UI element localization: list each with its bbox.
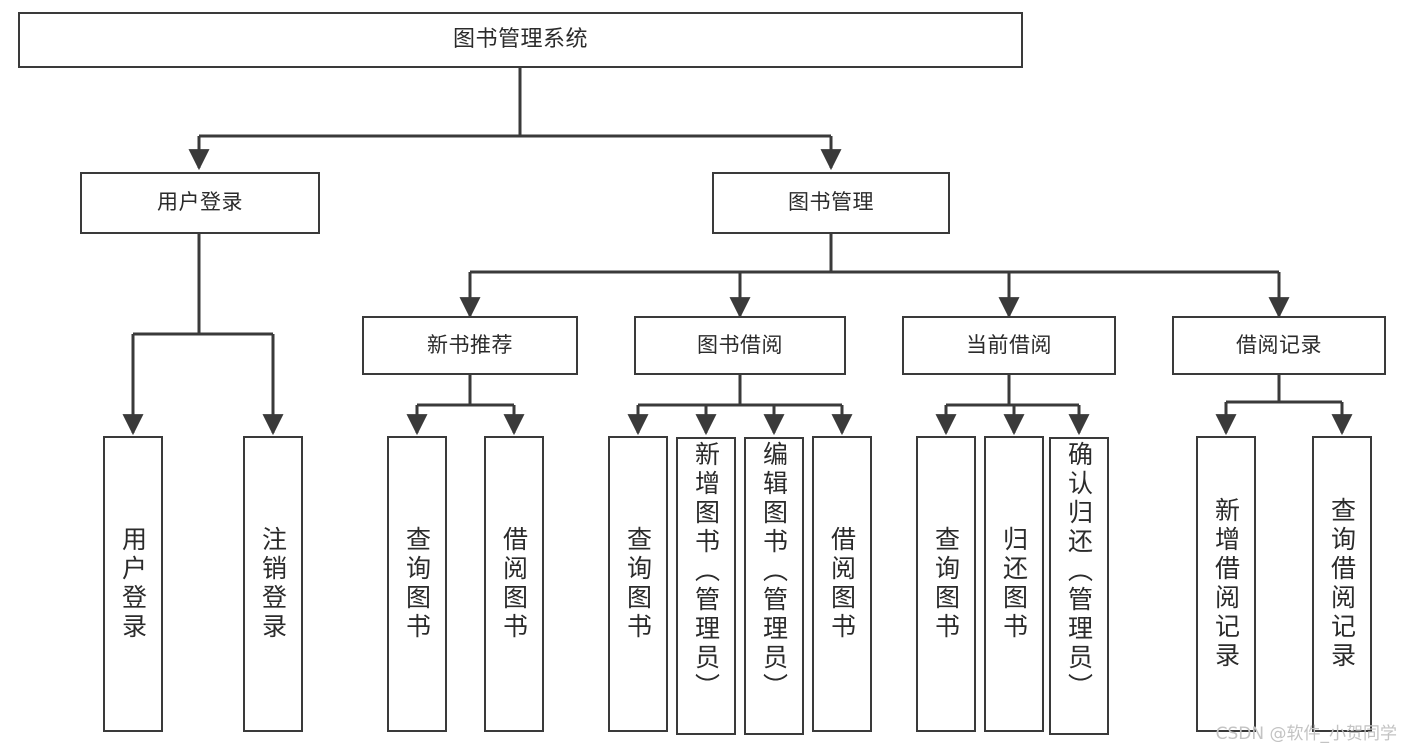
node-label: 新书推荐 — [427, 332, 513, 357]
node-label: 确认归还（管理员） — [1064, 441, 1094, 702]
node-label: 图书借阅 — [697, 332, 783, 357]
csdn-watermark: CSDN @软件_小贺同学 — [1215, 724, 1397, 744]
leaf-user-login-logout[interactable]: 注销登录 — [243, 436, 303, 732]
node-root-system[interactable]: 图书管理系统 — [18, 12, 1023, 68]
leaf-borrow-borrow-book[interactable]: 借阅图书 — [812, 436, 872, 732]
node-label: 查询借阅记录 — [1327, 497, 1357, 671]
node-book-management[interactable]: 图书管理 — [712, 172, 950, 234]
node-user-login[interactable]: 用户登录 — [80, 172, 320, 234]
node-label: 借阅图书 — [499, 526, 529, 642]
node-label: 用户登录 — [118, 526, 148, 642]
leaf-record-query-record[interactable]: 查询借阅记录 — [1312, 436, 1372, 732]
leaf-current-confirm-return-admin[interactable]: 确认归还（管理员） — [1049, 437, 1109, 735]
node-label: 新增借阅记录 — [1211, 497, 1241, 671]
node-current-borrow[interactable]: 当前借阅 — [902, 316, 1116, 375]
node-label: 图书管理系统 — [452, 26, 588, 52]
node-book-borrow[interactable]: 图书借阅 — [634, 316, 846, 375]
leaf-borrow-add-book-admin[interactable]: 新增图书（管理员） — [676, 437, 736, 735]
leaf-borrow-query-book[interactable]: 查询图书 — [608, 436, 668, 732]
leaf-recommend-borrow-book[interactable]: 借阅图书 — [484, 436, 544, 732]
node-label: 注销登录 — [258, 526, 288, 642]
node-label: 当前借阅 — [966, 332, 1052, 357]
node-label: 借阅图书 — [827, 526, 857, 642]
node-label: 用户登录 — [157, 190, 243, 215]
node-label: 归还图书 — [999, 526, 1029, 642]
node-label: 图书管理 — [788, 190, 874, 215]
leaf-current-return-book[interactable]: 归还图书 — [984, 436, 1044, 732]
node-new-book-recommend[interactable]: 新书推荐 — [362, 316, 578, 375]
node-label: 借阅记录 — [1236, 332, 1322, 357]
node-label: 新增图书（管理员） — [691, 441, 721, 702]
node-label: 查询图书 — [402, 526, 432, 642]
node-label: 编辑图书（管理员） — [759, 441, 789, 702]
leaf-record-add-record[interactable]: 新增借阅记录 — [1196, 436, 1256, 732]
node-label: 查询图书 — [931, 526, 961, 642]
leaf-borrow-edit-book-admin[interactable]: 编辑图书（管理员） — [744, 437, 804, 735]
leaf-current-query-book[interactable]: 查询图书 — [916, 436, 976, 732]
leaf-user-login-login[interactable]: 用户登录 — [103, 436, 163, 732]
leaf-recommend-query-book[interactable]: 查询图书 — [387, 436, 447, 732]
node-borrow-record[interactable]: 借阅记录 — [1172, 316, 1386, 375]
node-label: 查询图书 — [623, 526, 653, 642]
